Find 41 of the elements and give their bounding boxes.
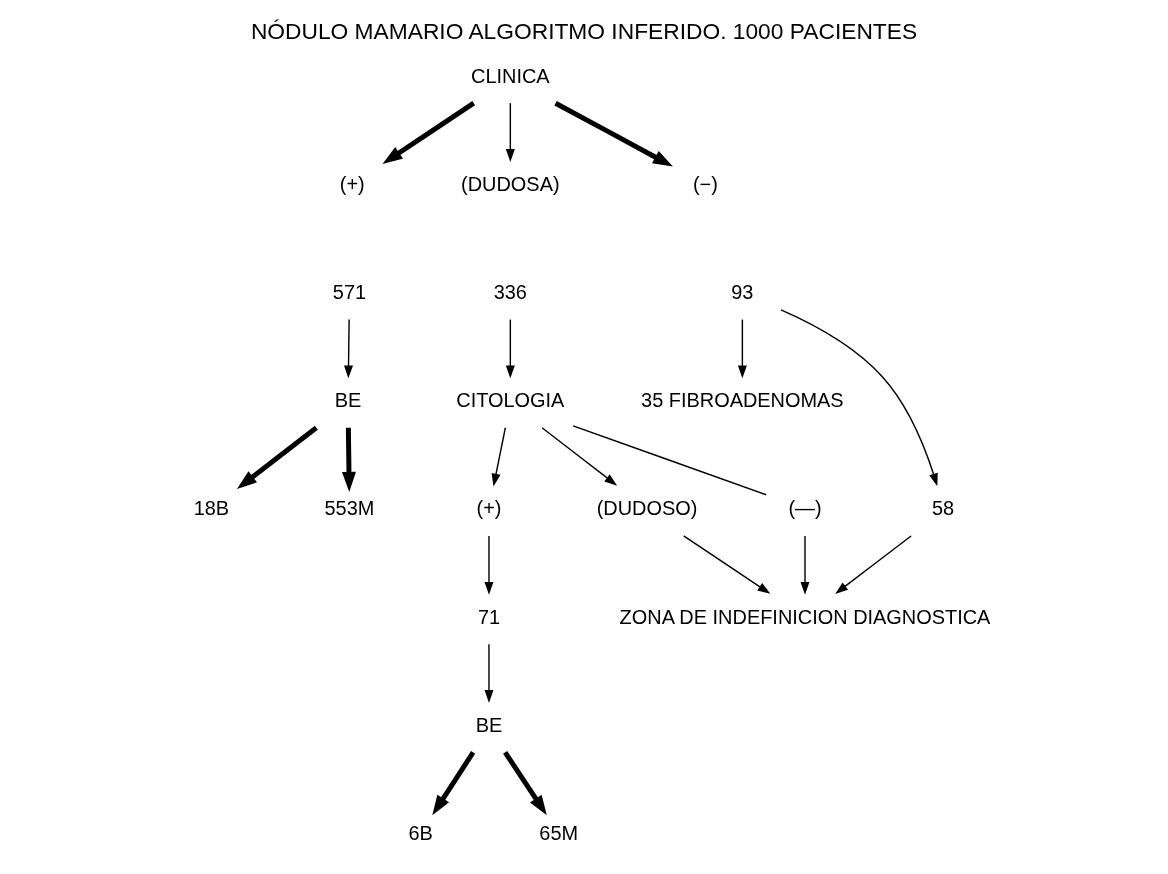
node-text: 71 [477,605,501,628]
arrow [484,534,494,595]
node-text: 6B [408,821,433,844]
arrow [554,100,673,167]
arrow [382,100,476,164]
node-text: 65M [539,821,579,844]
node-text: 35 FIBROADENOMAS [641,388,844,411]
node-text: (−) [692,172,718,195]
node-text: 553M [324,496,375,519]
arrow [236,425,318,489]
node-text: 336 [493,280,527,303]
node-text: (+) [339,172,365,195]
node-text: 571 [332,280,367,303]
arrow [344,318,353,378]
arrow [505,101,515,162]
arrow [491,426,507,486]
arrow [780,308,938,486]
node-text: (+) [476,496,502,519]
node-text: ZONA DE INDEFINICION DIAGNOSTICA [619,605,991,628]
arrow [541,426,618,486]
node-text: CLINICA [471,64,550,87]
arrow [341,427,356,492]
arrow [505,318,515,378]
node-text: (—) [788,496,822,519]
node-text: BE [475,713,503,736]
node-text: (DUDOSA) [461,172,560,195]
arrow [682,534,771,594]
arrow [432,750,476,815]
connector [572,424,767,495]
arrow [737,318,747,378]
arrow [484,642,494,703]
arrow [835,534,912,594]
node-text: (DUDOSO) [596,496,698,519]
node-text: BE [334,388,362,411]
node-text: CITOLOGIA [456,388,565,411]
node-text: 58 [932,496,955,519]
arrow [503,750,547,815]
node-text: 93 [731,280,754,303]
diagram-title: NÓDULO MAMARIO ALGORITMO INFERIDO. 1000 PACIENTES [250,17,918,44]
arrow [800,534,810,595]
node-text: 18B [193,496,230,519]
